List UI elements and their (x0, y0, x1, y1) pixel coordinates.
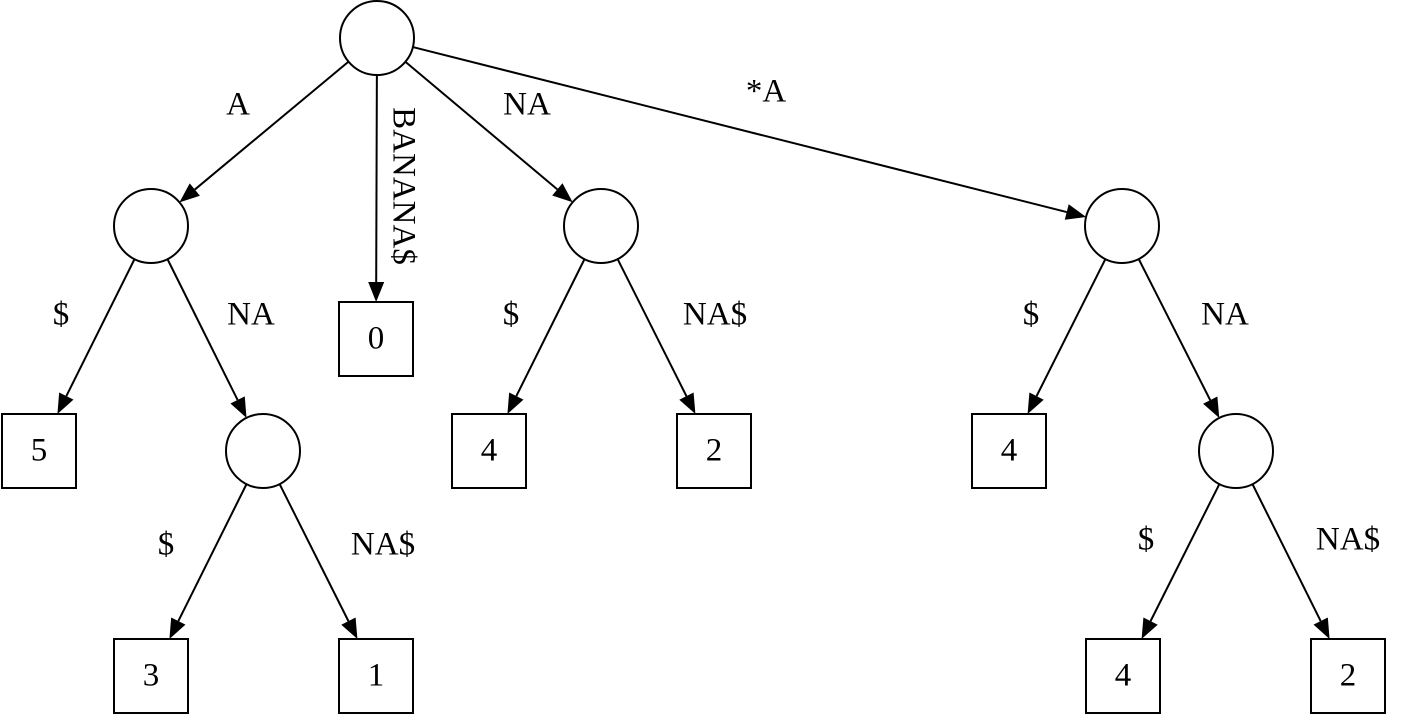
arrowhead (57, 392, 74, 414)
edge-line (412, 46, 1067, 214)
arrowhead (679, 392, 696, 414)
edge-line (1137, 258, 1212, 401)
arrowhead (368, 281, 385, 302)
edge-label: NA$ (1316, 522, 1380, 558)
edge-line (515, 258, 586, 397)
leaf-label: 1 (368, 658, 385, 694)
edge-label: *A (746, 74, 787, 110)
edge-label: NA$ (683, 297, 747, 333)
edge-line (65, 258, 136, 397)
edge-label: NA (227, 297, 275, 333)
leaf-node (971, 413, 1047, 489)
leaf-node (338, 638, 414, 714)
internal-node (563, 188, 639, 264)
leaf-label: 4 (481, 433, 498, 469)
arrowhead (179, 183, 200, 203)
edge-label: $ (1138, 522, 1155, 558)
edge-label: NA (503, 87, 551, 123)
leaf-label: 0 (368, 321, 385, 357)
arrowhead (1313, 617, 1330, 639)
arrowhead (1141, 617, 1158, 639)
edge-label: NA$ (351, 527, 415, 563)
arrowhead (341, 617, 358, 639)
arrowhead (552, 183, 573, 203)
edge-line (166, 258, 239, 401)
internal-node (225, 413, 301, 489)
edge-label: $ (158, 527, 175, 563)
leaf-label: 4 (1115, 658, 1132, 694)
leaf-node (338, 301, 414, 377)
edge-label: $ (503, 297, 520, 333)
edge-label: NA (1201, 297, 1249, 333)
edge-line (1149, 483, 1221, 622)
edge-line (375, 74, 378, 283)
arrowhead (169, 617, 186, 639)
edge-label: $ (53, 297, 70, 333)
edge-line (194, 60, 350, 191)
arrowhead (507, 392, 524, 414)
leaf-label: 2 (706, 433, 723, 469)
arrowhead (1203, 396, 1220, 418)
leaf-label: 5 (31, 433, 48, 469)
internal-node (339, 0, 415, 76)
internal-node (1198, 413, 1274, 489)
internal-node (113, 188, 189, 264)
edge-label: BANANA$ (385, 107, 421, 265)
edge-line (1251, 483, 1322, 622)
edge-line (404, 61, 558, 191)
edge-label: A (226, 87, 250, 123)
edge-line (616, 258, 688, 397)
leaf-label: 4 (1001, 433, 1018, 469)
leaf-node (113, 638, 189, 714)
arrowhead (1064, 204, 1087, 220)
edge-line (1035, 258, 1107, 397)
leaf-node (1310, 638, 1386, 714)
edge-label: $ (1023, 297, 1040, 333)
leaf-node (451, 413, 527, 489)
leaf-label: 2 (1340, 658, 1357, 694)
internal-node (1084, 188, 1160, 264)
leaf-node (1085, 638, 1161, 714)
leaf-node (676, 413, 752, 489)
leaf-label: 3 (143, 658, 160, 694)
edge-line (177, 483, 248, 622)
leaf-node (1, 413, 77, 489)
edge-line (278, 483, 350, 622)
arrowhead (230, 396, 247, 418)
arrowhead (1027, 392, 1044, 414)
